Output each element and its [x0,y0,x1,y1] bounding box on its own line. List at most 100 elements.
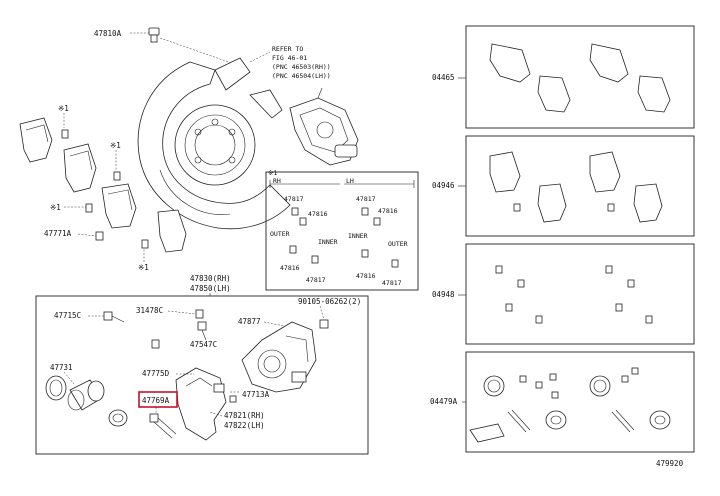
kit-04479A-seal-1 [483,375,505,397]
label-04946[interactable]: 04946 [432,181,455,190]
label-47850[interactable]: 47850(LH) [190,284,231,293]
kit-04948-clip-6 [627,279,635,288]
detail-outer-2: OUTER [388,240,408,248]
caliper-body [241,321,317,393]
detail-shim-5 [289,245,297,254]
detail-inner-2: INNER [348,232,368,240]
kit-04479A-boot-1 [545,410,567,430]
label-90105[interactable]: 90105-06262(2) [298,297,361,306]
x1-marker-d: ※1 [138,263,149,272]
kit-box-04948 [465,243,695,345]
label-47769A[interactable]: 47769A [142,396,170,405]
kit-04948-clip-4 [535,315,543,324]
detail-47816-a[interactable]: 47816 [308,210,328,218]
label-47810A[interactable]: 47810A [94,29,122,38]
kit-04465-pad-4 [637,75,671,113]
label-47731[interactable]: 47731 [50,363,73,372]
diagram-id: 479920 [656,459,684,468]
label-47822[interactable]: 47822(LH) [224,421,265,430]
refer-line-1: REFER TO [272,45,303,53]
detail-box [265,171,419,291]
detail-header-lh: LH [346,177,354,185]
pad-outer-left [19,117,53,163]
slide-pin-47769A [149,413,177,439]
highlight-47769A [138,391,178,408]
detail-47817-b[interactable]: 47817 [356,195,376,203]
detail-marker: ※1 [268,169,277,177]
refer-line-4: (PNC 46504(LH)) [272,72,331,80]
kit-04948-clip-1 [495,265,503,274]
x1-marker-b: ※1 [110,141,121,150]
detail-header-rh: RH [273,177,281,185]
detail-shim-4 [373,217,381,226]
detail-47817-a[interactable]: 47817 [284,195,304,203]
kit-04479A-small-parts [519,367,639,399]
pad-inner-left [63,143,97,193]
piston-seal-47731 [45,375,67,401]
refer-line-2: FIG 46-01 [272,54,307,62]
kit-04948-clip-8 [645,315,653,324]
label-47771A[interactable]: 47771A [44,229,72,238]
bolt-90105 [319,319,329,329]
kit-04479A-pin-2 [611,409,635,433]
detail-47816-d[interactable]: 47816 [356,272,376,280]
label-47821[interactable]: 47821(RH) [224,411,265,420]
kit-04465-pad-1 [489,43,531,83]
kit-04948-clip-2 [517,279,525,288]
label-47547C[interactable]: 47547C [190,340,217,349]
kit-04948-clip-3 [505,303,513,312]
detail-shim-1 [291,207,299,216]
label-31478C[interactable]: 31478C [136,306,163,315]
kit-04946-clip-2 [607,203,615,212]
detail-shim-8 [391,259,399,268]
caliper-box [35,295,369,455]
piston [67,379,105,411]
label-47775D[interactable]: 47775D [142,369,170,378]
kit-04946-shim-3 [589,151,621,193]
kit-04465-pad-3 [589,43,629,83]
label-04479A[interactable]: 04479A [430,397,458,406]
detail-inner-1: INNER [318,238,338,246]
kit-box-04465 [465,25,695,129]
label-04465[interactable]: 04465 [432,73,455,82]
detail-47817-c[interactable]: 47817 [306,276,326,284]
parking-caliper [289,87,359,166]
kit-04946-shim-4 [633,183,663,223]
cap-31478C [195,309,204,319]
boot-small [151,339,160,349]
detail-47816-b[interactable]: 47816 [378,207,398,215]
clip-e [95,231,104,241]
x1-marker-a: ※1 [58,104,69,113]
kit-04479A-seal-2 [589,375,611,397]
detail-shim-6 [311,255,319,264]
label-47877[interactable]: 47877 [238,317,261,326]
kit-04948-clip-5 [605,265,613,274]
backing-plate [137,57,291,230]
label-47715C[interactable]: 47715C [54,311,81,320]
detail-47816-c[interactable]: 47816 [280,264,300,272]
detail-shim-2 [299,217,307,226]
clip-d [141,239,149,249]
detail-shim-3 [361,207,369,216]
label-04948[interactable]: 04948 [432,290,455,299]
detail-shim-7 [361,249,369,258]
detail-47817-d[interactable]: 47817 [382,279,402,287]
kit-04479A-grease [469,423,505,443]
bolt-47810A[interactable] [148,27,160,43]
kit-04946-shim-2 [537,183,567,223]
clip-c [85,203,93,213]
refer-note: REFER TO FIG 46-01 (PNC 46503(RH)) (PNC … [272,45,331,80]
kit-04946-clip-1 [513,203,521,212]
detail-outer-1: OUTER [270,230,290,238]
kit-04479A-boot-2 [649,410,671,430]
clip-a [61,129,69,139]
clip-b [113,171,121,181]
bracket [175,367,227,441]
label-47830[interactable]: 47830(RH) [190,274,231,283]
kit-04948-clip-7 [615,303,623,312]
kit-04465-pad-2 [537,75,571,113]
pad-inner-right [157,209,187,253]
pad-outer-right [101,183,137,229]
label-47713A[interactable]: 47713A [242,390,270,399]
